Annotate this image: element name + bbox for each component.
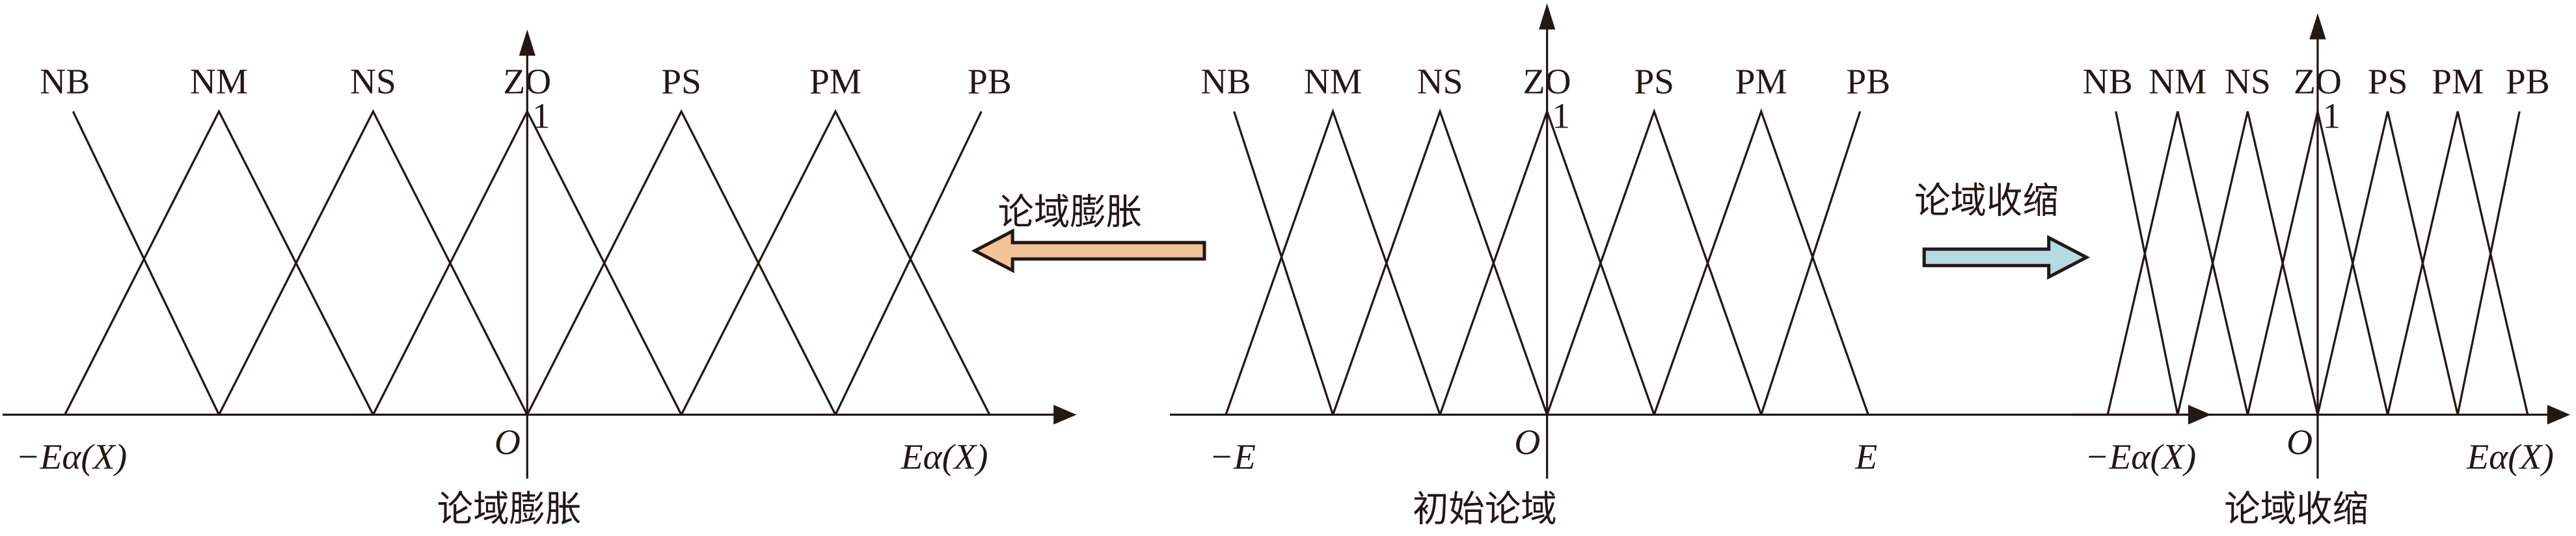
contract-arrow-label: 论域收缩	[1914, 181, 2059, 222]
set-label-ns: NS	[1417, 62, 1463, 101]
membership-function-ps	[2316, 111, 2459, 415]
left-arrow-icon	[971, 228, 1206, 273]
peak-value-label: 1	[1552, 96, 1570, 136]
membership-function-pm	[680, 109, 991, 416]
membership-function-pm	[1653, 108, 1869, 416]
membership-function-zo	[2246, 111, 2389, 415]
peak-value-label: 1	[532, 96, 550, 136]
domain-min-label: −Eα(X)	[2085, 437, 2196, 477]
membership-function-ns	[218, 109, 528, 416]
membership-function-pm	[2386, 111, 2529, 415]
membership-function-nm	[2106, 111, 2249, 415]
set-label-pb: PB	[2506, 62, 2550, 101]
expand-arrow: 论域膨胀	[971, 192, 1206, 273]
set-label-ps: PS	[1634, 62, 1674, 101]
set-label-zo: ZO	[1523, 62, 1571, 101]
set-label-zo: ZO	[2294, 62, 2342, 101]
set-label-pb: PB	[968, 62, 1012, 101]
set-label-nb: NB	[1200, 62, 1251, 101]
set-label-nm: NM	[2149, 62, 2206, 101]
contract-arrow: 论域收缩	[1914, 181, 2091, 280]
panel-initial: NB NM NS ZO PS PM PB 1O −E E 初始论域	[1170, 3, 2212, 530]
set-label-ns: NS	[2225, 62, 2271, 101]
membership-function-ns	[1332, 108, 1549, 416]
membership-function-nm	[1225, 108, 1441, 416]
domain-max-label: E	[1854, 437, 1877, 477]
membership-function-ns	[2176, 111, 2319, 415]
membership-function-zo	[1439, 108, 1655, 416]
membership-function-ps	[1546, 108, 1763, 416]
x-axis-arrow-icon	[1053, 405, 1077, 425]
domain-min-label: −Eα(X)	[16, 437, 127, 477]
origin-label: O	[2286, 422, 2312, 462]
x-axis-arrow-icon	[2547, 405, 2571, 425]
set-label-pm: PM	[1735, 62, 1787, 101]
panel-caption: 初始论域	[1413, 489, 1557, 530]
membership-function-pb	[1760, 111, 1862, 416]
y-axis-arrow-icon	[1539, 3, 1556, 30]
panel-caption: 论域膨胀	[437, 489, 582, 530]
membership-function-nm	[64, 109, 374, 416]
origin-label: O	[495, 422, 521, 462]
set-label-ps: PS	[661, 62, 701, 101]
peak-value-label: 1	[2323, 96, 2341, 136]
panel-expanded: NB NM NS ZO PS PM PB 1O −Eα(X) Eα(X) 论域膨胀	[2, 29, 1077, 530]
set-label-nm: NM	[1304, 62, 1362, 101]
set-label-pm: PM	[2432, 62, 2484, 101]
expand-arrow-label: 论域膨胀	[997, 192, 1142, 234]
set-label-ns: NS	[350, 62, 396, 101]
y-axis-arrow-icon	[2309, 13, 2326, 40]
domain-max-label: Eα(X)	[901, 437, 988, 477]
set-label-pm: PM	[809, 62, 861, 101]
membership-function-pb	[2456, 111, 2521, 415]
set-label-pb: PB	[1846, 62, 1890, 101]
membership-function-nb	[72, 111, 221, 416]
origin-label: O	[1514, 422, 1540, 462]
y-axis-arrow-icon	[519, 29, 536, 56]
membership-function-nb	[2115, 111, 2179, 415]
set-label-ps: PS	[2368, 62, 2408, 101]
domain-max-label: Eα(X)	[2466, 437, 2554, 477]
domain-min-label: −E	[1210, 437, 1256, 477]
membership-function-pb	[834, 111, 983, 416]
panel-contracted: NB NM NS ZO PS PM PB 1O −Eα(X) Eα(X) 论域收缩	[2072, 13, 2571, 530]
panel-caption: 论域收缩	[2224, 489, 2368, 530]
set-label-nm: NM	[190, 62, 248, 101]
right-arrow-icon	[1922, 235, 2091, 280]
membership-function-zo	[372, 109, 683, 416]
set-label-nb: NB	[40, 62, 90, 101]
membership-function-nb	[1233, 111, 1335, 416]
membership-function-ps	[526, 109, 837, 416]
set-label-zo: ZO	[503, 62, 551, 101]
set-label-nb: NB	[2083, 62, 2133, 101]
